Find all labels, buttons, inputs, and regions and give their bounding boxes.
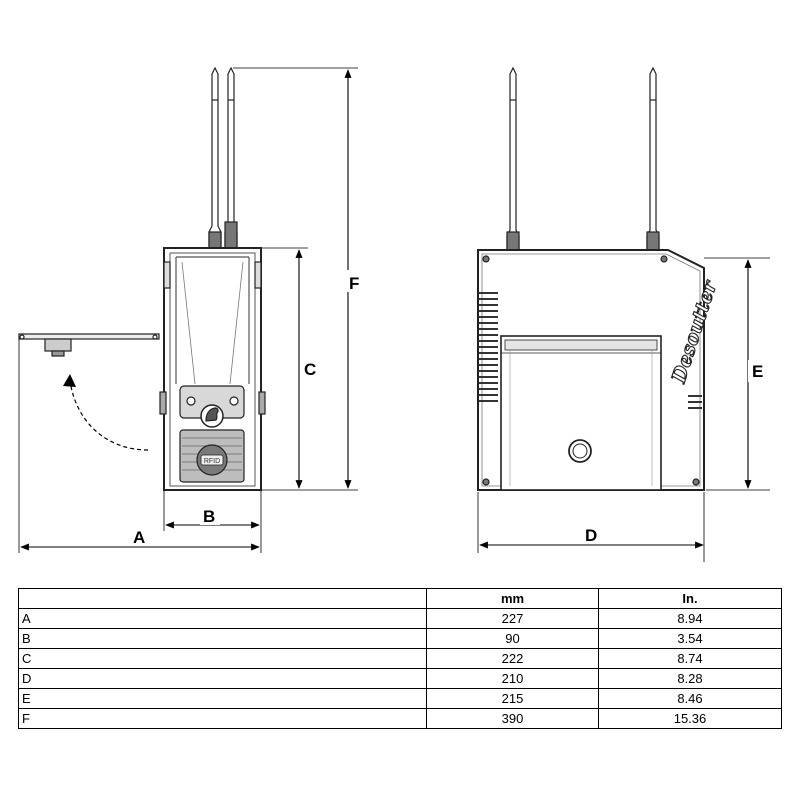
fold-direction-arrow [69,379,149,451]
side-antenna-right [224,66,238,249]
table-header-row: mm In. [18,588,782,609]
front-antenna-right [646,66,660,251]
side-rfid-reader: RFID [179,429,245,483]
row-inch: 8.74 [598,648,782,669]
dimension-drawing: RFID [18,66,772,562]
dim-label-f: F [349,274,359,293]
dim-label-d: D [585,526,597,545]
row-inch: 15.36 [598,708,782,729]
front-view: Desoutter [477,66,722,491]
row-label: D [18,668,427,689]
table-row: F 390 15.36 [18,708,782,729]
dimensions-table: mm In. A 227 8.94 B 90 3.54 C 222 8.74 D… [18,588,782,729]
table-row: C 222 8.74 [18,648,782,669]
row-label: E [18,688,427,709]
table-row: E 215 8.46 [18,688,782,709]
row-inch: 8.28 [598,668,782,689]
table-row: B 90 3.54 [18,628,782,649]
row-mm: 227 [426,608,599,629]
table-row: D 210 8.28 [18,668,782,689]
table-header-label [18,588,427,609]
front-antenna-left [506,66,520,251]
row-inch: 8.46 [598,688,782,709]
dim-label-c: C [304,360,316,379]
dimension-labels: F C B A D E [129,270,772,547]
row-inch: 8.94 [598,608,782,629]
front-door [500,335,662,491]
row-label: B [18,628,427,649]
rfid-label: RFID [204,458,220,465]
row-mm: 390 [426,708,599,729]
dim-label-a: A [133,528,145,547]
side-view: RFID [18,66,266,491]
side-extension-lines [18,67,358,553]
dim-label-b: B [203,507,215,526]
dim-label-e: E [752,362,763,381]
table-header-mm: mm [426,588,599,609]
row-mm: 90 [426,628,599,649]
side-folding-shelf [18,333,160,357]
row-mm: 222 [426,648,599,669]
front-vents-right [688,395,702,409]
row-inch: 3.54 [598,628,782,649]
side-control-panel [179,385,245,428]
front-vents-left [479,292,498,402]
door-knob [568,439,592,463]
row-mm: 215 [426,688,599,709]
row-mm: 210 [426,668,599,689]
front-extension-lines [477,257,770,562]
table-row: A 227 8.94 [18,608,782,629]
row-label: F [18,708,427,729]
side-antenna-left [208,66,222,249]
table-header-inch: In. [598,588,782,609]
row-label: C [18,648,427,669]
row-label: A [18,608,427,629]
